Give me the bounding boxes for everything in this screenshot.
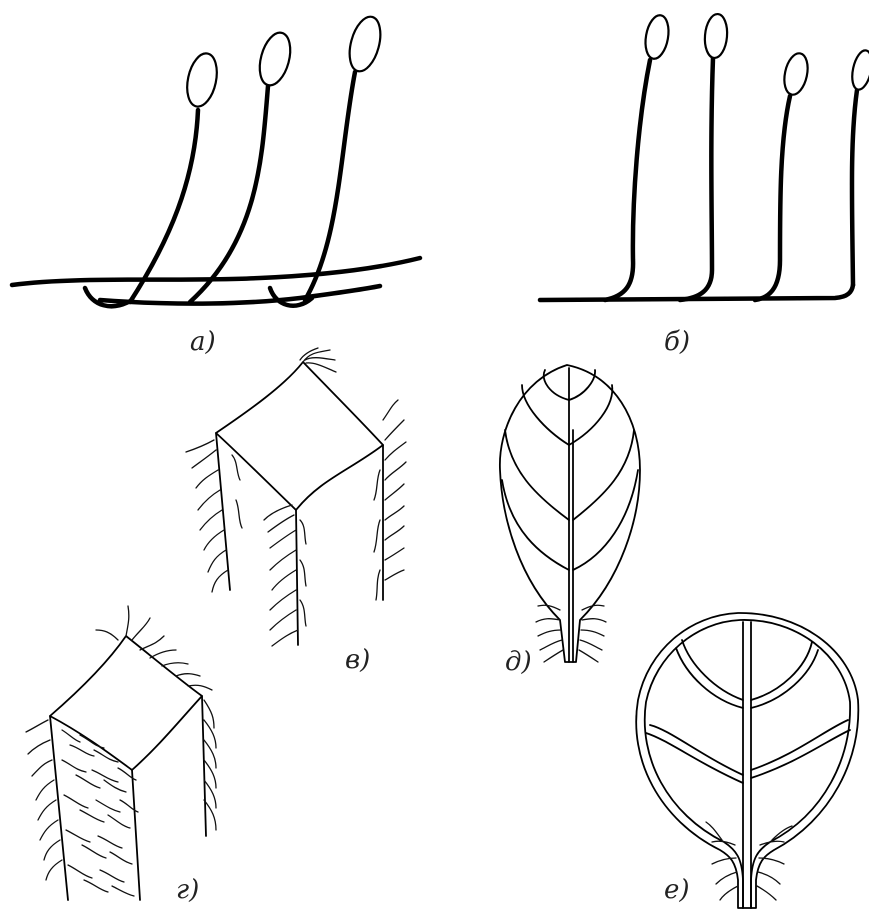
panel-v: в): [186, 348, 406, 675]
panel-e-vein-r1: [751, 642, 812, 700]
panel-a-hair-2: [190, 86, 268, 302]
panel-g-edge-right: [202, 696, 206, 836]
panel-b-hair-3: [755, 96, 790, 300]
panel-v-label: в): [345, 645, 370, 675]
panel-d-petiole-hairs: [536, 605, 606, 662]
panel-e-vein-l2b: [646, 733, 743, 783]
panel-b-hair-2: [680, 58, 713, 300]
panel-b: б): [540, 13, 869, 357]
panel-e-leaf-outline-outer: [636, 613, 858, 908]
panel-v-edge-left: [216, 433, 230, 590]
panel-g-top-face: [50, 636, 202, 770]
panel-d-vein-l2: [522, 385, 569, 445]
panel-e-vein-r1b: [751, 650, 818, 708]
panel-e-vein-l1b: [676, 648, 743, 708]
panel-d: д): [500, 365, 640, 677]
panel-e: е): [636, 613, 858, 908]
panel-g: г): [26, 606, 216, 905]
panel-a-base-lower: [100, 286, 380, 304]
panel-a-hair-tip-2: [254, 29, 295, 88]
panel-v-top-face: [216, 362, 383, 510]
panel-e-vein-r2b: [751, 730, 850, 778]
panel-d-vein-l4: [502, 480, 569, 570]
panel-b-hair-tip-1: [642, 13, 671, 60]
panel-g-side-hair-mass: [62, 730, 138, 896]
panel-b-hair-tip-3: [781, 51, 811, 97]
panel-d-label: д): [505, 647, 532, 677]
panel-e-vein-l2: [650, 725, 743, 775]
panel-v-hairs: [186, 348, 406, 646]
panel-a-hair-1: [130, 110, 198, 302]
panel-g-edge-left: [50, 716, 68, 900]
panel-b-hair-1: [605, 60, 650, 300]
panel-d-vein-r2: [569, 385, 612, 445]
panel-a-hair-3: [305, 72, 355, 300]
panel-b-label: б): [664, 327, 690, 357]
panel-d-vein-r4: [573, 470, 638, 570]
panel-a-hair-tip-3: [344, 13, 386, 74]
panel-e-vein-l1: [682, 640, 743, 700]
panel-d-vein-l3: [505, 430, 569, 520]
panel-g-edge-middle: [132, 770, 140, 900]
panel-a: а): [12, 13, 420, 357]
panel-e-vein-r2: [751, 720, 848, 770]
panel-d-vein-r3: [573, 430, 634, 520]
panel-e-leaf-outline-inner: [645, 620, 850, 908]
panel-e-petiole-hairs: [706, 822, 792, 900]
panel-g-hairs: [26, 606, 216, 880]
panel-a-hair-tip-1: [183, 51, 222, 110]
panel-e-label: е): [664, 875, 690, 905]
panel-a-label: а): [190, 327, 216, 357]
panel-d-leaf-outline: [500, 365, 640, 662]
panel-b-hair-tip-4: [849, 49, 869, 92]
panel-b-hair-4: [852, 90, 857, 285]
panel-b-hair-tip-2: [703, 13, 729, 59]
panel-g-label: г): [176, 875, 199, 905]
